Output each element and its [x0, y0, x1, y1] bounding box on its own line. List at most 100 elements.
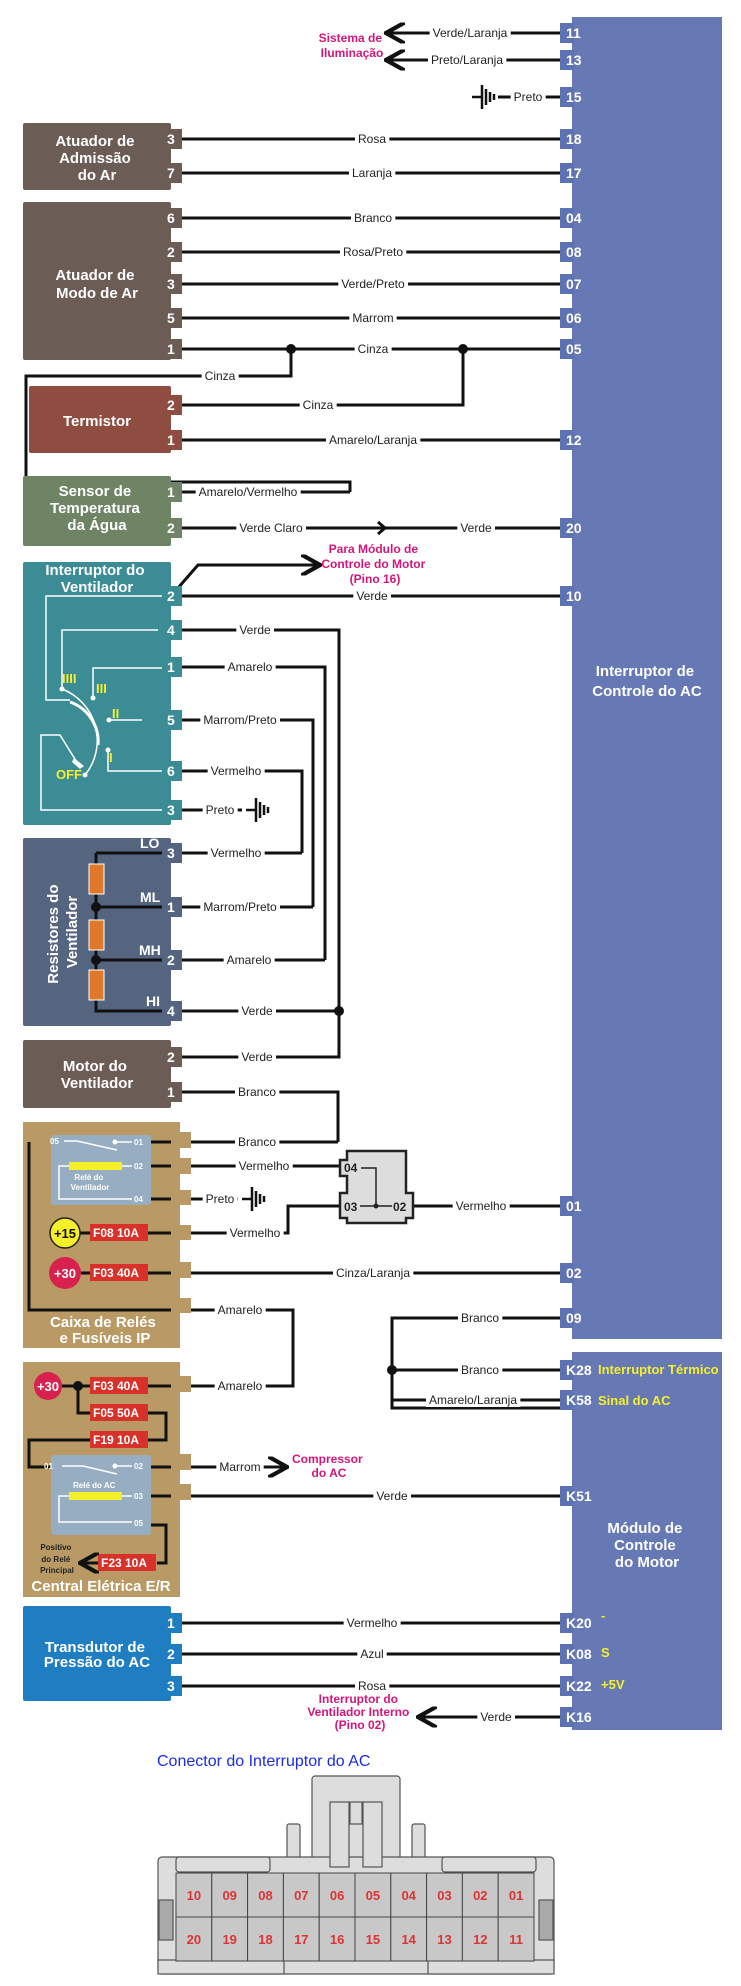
pressure-transducer-title: Transdutor de Pressão do AC: [44, 1639, 150, 1671]
wire-color-label: Amarelo/Laranja: [329, 433, 417, 447]
connector-pin-11: 11: [509, 1932, 523, 1947]
module-pin-04: 04: [566, 210, 582, 226]
k08-note: S: [601, 1645, 610, 1660]
wire-color-label: Verde/Preto: [341, 277, 405, 291]
module-pin-tab: [560, 1707, 574, 1727]
connector-pin-08: 08: [258, 1888, 272, 1903]
wire-color-label: Verde: [480, 1710, 512, 1724]
fan-motor: [23, 1040, 171, 1108]
mode-actuator-title: Atuador de Modo de Ar: [55, 267, 138, 302]
fan-switch: [23, 562, 171, 825]
connector-cavity: [211, 1916, 249, 1962]
module-pin-tab: [560, 1676, 574, 1696]
wire-color-label: Preto: [514, 90, 543, 104]
wire-label-bg: [299, 398, 337, 412]
module-pin-18: 18: [566, 131, 582, 147]
connector-pin-20: 20: [187, 1932, 201, 1947]
k58-note: Sinal do AC: [598, 1393, 671, 1408]
component-pin-6: 6: [167, 763, 175, 779]
wire-color-label: Vermelho: [456, 1199, 507, 1213]
module-pin-13: 13: [566, 52, 582, 68]
wire-label-bg: [354, 132, 390, 146]
fan-switch-title: Interruptor do Ventilador: [45, 562, 148, 596]
component-pin-5: 5: [167, 712, 175, 728]
wire-color-label: Amarelo: [218, 1379, 263, 1393]
module-pin-K51: K51: [566, 1488, 592, 1504]
wire-fan_switch-16: [171, 628, 341, 1012]
component-pin-3: 3: [167, 276, 175, 292]
module-pin-tab: [560, 1196, 574, 1216]
connector-cavity: [175, 1916, 213, 1962]
component-pin-tab: [165, 710, 182, 730]
wire-color-label: Vermelho: [347, 1616, 398, 1630]
fuse-f23: [98, 1554, 156, 1571]
wire-label-bg: [338, 277, 409, 291]
fuse-f05-label: F05 50A: [93, 1406, 139, 1420]
component-pin-2: 2: [167, 1646, 175, 1662]
component-pin-3: 3: [167, 131, 175, 147]
module-pin-tab: [560, 242, 574, 262]
wire-fan_motor-26: [171, 1090, 340, 1142]
wire-label-bg: [429, 26, 511, 40]
fuse-f23-label: F23 10A: [101, 1556, 147, 1570]
wire-color-label: Rosa: [358, 1679, 386, 1693]
splice-dot: [387, 1365, 397, 1375]
wire-label-bg: [214, 1379, 266, 1393]
component-pin-tab: [165, 518, 182, 538]
wire-color-label: Amarelo: [228, 660, 273, 674]
wire-label-bg: [373, 1489, 412, 1503]
fuse-f03-ip-label: F03 40A: [93, 1266, 139, 1280]
module-pin-tab: [560, 1390, 574, 1410]
wire-color-label: Marrom: [219, 1460, 260, 1474]
wire-splice-10: [24, 349, 352, 492]
wire-fan_motor-25: [171, 1012, 341, 1059]
module-pin-tab: [560, 274, 574, 294]
wire-label-bg: [339, 245, 407, 259]
connector-cavity: [318, 1916, 356, 1962]
wire-label-bg: [354, 1679, 390, 1693]
er-source-30-label: +30: [37, 1379, 59, 1394]
intake-actuator-title: Atuador de Admissão do Ar: [55, 133, 138, 184]
compressor-note: Compressor do AC: [292, 1452, 366, 1480]
connector-cavity: [390, 1916, 428, 1962]
wire-label-bg: [234, 1085, 280, 1099]
component-pin-tab: [165, 950, 182, 970]
module-pin-20: 20: [566, 520, 582, 536]
component-pin-tab: [165, 430, 182, 450]
module-pin-tab: [560, 586, 574, 606]
ac-control-title: Interruptor de Controle do AC: [592, 663, 702, 700]
er-source-30-badge: [34, 1372, 62, 1400]
component-pin-2: 2: [167, 952, 175, 968]
wire-label-bg: [238, 1050, 277, 1064]
wire-color-label: Vermelho: [211, 764, 262, 778]
module-pin-02: 02: [566, 1265, 582, 1281]
water-temp-sensor: [23, 476, 171, 546]
module-pin-11: 11: [566, 25, 581, 41]
connector-pin-01: 01: [509, 1888, 523, 1903]
module-pin-K08: K08: [566, 1646, 592, 1662]
wire-color-label: Cinza/Laranja: [336, 1266, 410, 1280]
wire-color-label: Vermelho: [239, 1159, 290, 1173]
wire-color-label: Laranja: [352, 166, 392, 180]
wire-color-label: Verde: [241, 1050, 273, 1064]
wire-label-bg: [457, 1311, 503, 1325]
wire-label-bg: [457, 1363, 503, 1377]
module-pin-tab: [560, 50, 574, 70]
wire-label-bg: [200, 900, 280, 914]
module-pin-17: 17: [566, 165, 582, 181]
fan-relay-pin-01: 01: [134, 1138, 143, 1147]
wire-color-label: Verde: [460, 521, 492, 535]
component-pin-tab: [165, 1001, 182, 1021]
component-pin-2: 2: [167, 588, 175, 604]
connector-cavity: [354, 1916, 392, 1962]
wire-color-label: Preto: [206, 803, 235, 817]
wire-label-bg: [236, 623, 275, 637]
ground-icon: [472, 85, 496, 109]
module-pin-12: 12: [566, 432, 582, 448]
wire-label-bg: [216, 1460, 264, 1474]
connector-pin-07: 07: [294, 1888, 308, 1903]
connector-cavity: [426, 1916, 463, 1962]
wire-label-bg: [235, 1159, 293, 1173]
pressure-transducer: [23, 1606, 171, 1701]
